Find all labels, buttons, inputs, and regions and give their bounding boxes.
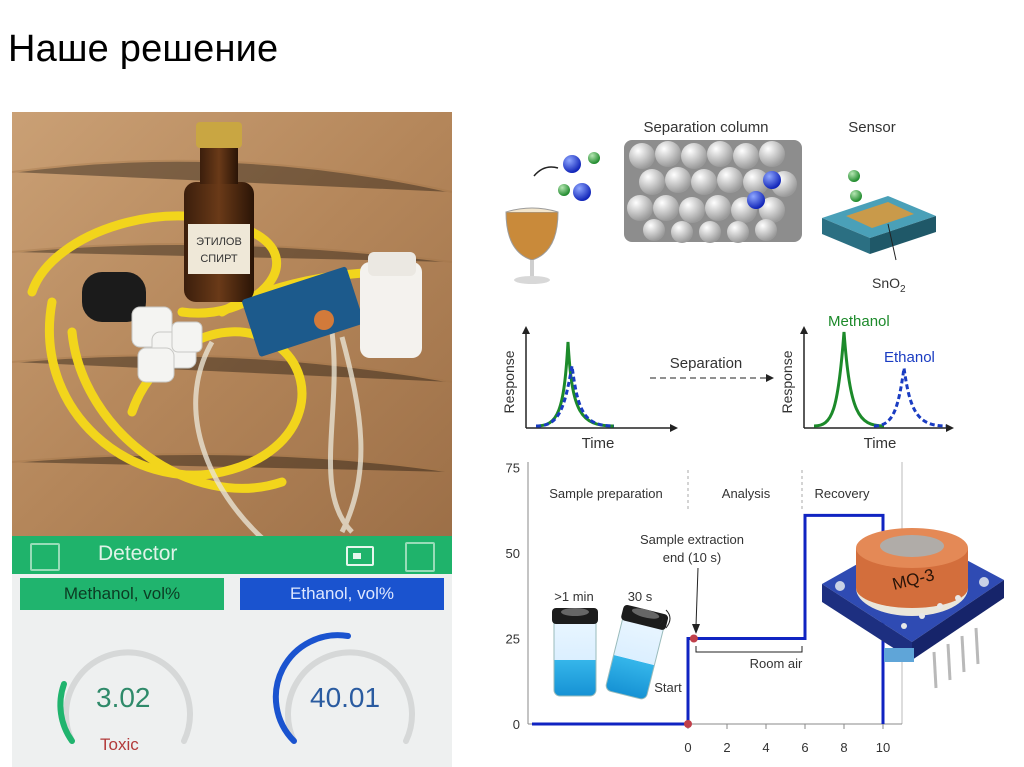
step-chart: 75 50 25 0 0 2 4 6 8 10 Sample preparation Analy… (506, 461, 903, 755)
page-title: Наше решение (8, 28, 279, 70)
ethanol-gauge-track (285, 649, 415, 744)
sensor-title: Sensor (848, 119, 896, 136)
y-tick-label: 50 (506, 546, 520, 561)
methanol-peak-label: Methanol (828, 313, 890, 330)
phase-label: Recovery (815, 486, 870, 501)
separation-column-icon (624, 140, 802, 243)
arrow-icon (533, 166, 559, 177)
bottle-label-line-2: СПИРТ (200, 253, 238, 265)
extraction-pointer (695, 567, 699, 627)
hardware-photo-drawing: ЭТИЛОВ СПИРТ (12, 112, 452, 538)
vial-time-label: >1 min (554, 589, 593, 604)
molecule-green (588, 152, 600, 164)
start-label: Start (654, 680, 682, 695)
methanol-value: 3.02 (96, 682, 151, 713)
time-label-right: Time (864, 435, 897, 452)
vial-time-label: 30 s (628, 589, 653, 604)
ethanol-peak-label: Ethanol (884, 349, 935, 366)
ethanol-label: Ethanol, vol% (240, 578, 444, 610)
response-label-left: Response (501, 350, 517, 413)
x-tick-label: 8 (840, 740, 847, 755)
start-point (684, 720, 692, 728)
x-tick-label: 10 (876, 740, 890, 755)
time-label-left: Time (582, 435, 615, 452)
y-tick-label: 25 (506, 632, 520, 647)
shake-icon (659, 613, 664, 625)
app-title: Detector (98, 542, 178, 565)
sno2-label: SnO2 (872, 275, 906, 295)
arrow-head-icon (766, 374, 774, 382)
x-tick-label: 4 (762, 740, 769, 755)
gauges (57, 632, 415, 744)
molecule-green (850, 190, 862, 202)
hardware-photo: ЭТИЛОВ СПИРТ (12, 112, 452, 538)
response-plot-left: Response Time (501, 326, 678, 452)
molecule-blue (563, 155, 581, 173)
bracket (695, 646, 803, 653)
step-series-line (532, 513, 885, 726)
molecule-green (558, 184, 570, 196)
methanol-gauge-fill (57, 681, 75, 744)
room-air-label: Room air (750, 656, 803, 671)
back-icon[interactable] (30, 543, 60, 571)
sensor-chip-icon (822, 196, 936, 254)
x-tick-label: 6 (801, 740, 808, 755)
y-tick-label: 75 (506, 461, 520, 476)
extraction-label-2: end (10 s) (663, 550, 722, 565)
methanol-gauge-track (63, 649, 193, 744)
vial-icon (605, 604, 669, 700)
extraction-label: Sample extraction (640, 532, 744, 547)
x-tick-label: 2 (723, 740, 730, 755)
shake-icon (665, 609, 671, 629)
pointer-line (887, 223, 897, 261)
ethanol-gauge-fill (272, 632, 351, 744)
separation-column-title: Separation column (643, 119, 768, 136)
phase-label: Analysis (722, 486, 771, 501)
phase-label: Sample preparation (549, 486, 662, 501)
separation-label: Separation (670, 355, 743, 372)
methanol-status: Toxic (100, 735, 139, 754)
molecule-blue (573, 183, 591, 201)
battery-icon (346, 546, 374, 566)
y-tick-label: 0 (513, 717, 520, 732)
process-diagram: Separation column Sensor SnO2 (501, 119, 1004, 755)
methanol-label: Methanol, vol% (20, 578, 224, 610)
menu-icon[interactable] (405, 542, 435, 572)
arrow-head-icon (692, 624, 700, 634)
response-plot-right: Methanol Ethanol Response Time (779, 313, 954, 452)
mq3-sensor-module: MQ-3 (822, 528, 1004, 689)
glass-icon (505, 207, 559, 284)
app-header: Detector (12, 536, 452, 574)
molecule-green (848, 170, 860, 182)
extraction-point (689, 634, 698, 643)
x-tick-label: 0 (684, 740, 691, 755)
detector-app: Detector Methanol, vol% Ethanol, vol% 3.… (12, 536, 452, 767)
bottle-label-line-1: ЭТИЛОВ (196, 236, 242, 248)
vial-icon (552, 608, 598, 697)
response-label-right: Response (779, 350, 795, 413)
ethanol-value: 40.01 (310, 682, 381, 713)
